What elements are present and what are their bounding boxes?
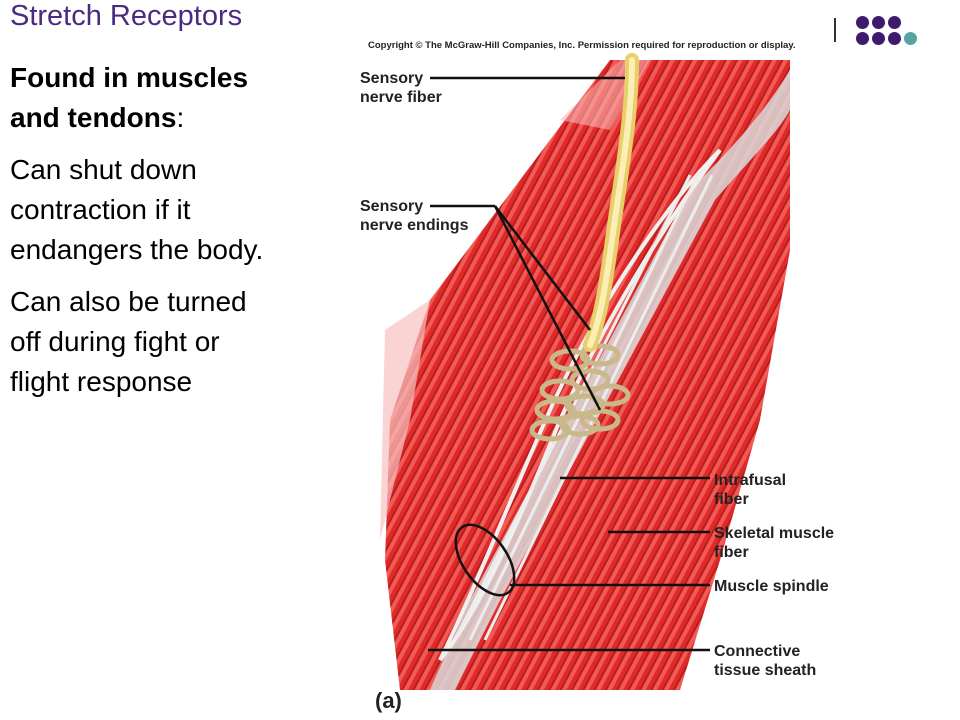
label-sensory-nerve-endings-line2: nerve endings bbox=[360, 217, 469, 234]
label-intrafusal-fiber: Intrafusal fiber bbox=[714, 471, 786, 509]
label-sensory-nerve-endings: Sensory nerve endings bbox=[360, 197, 468, 235]
label-sensory-nerve-fiber: Sensory nerve fiber bbox=[360, 69, 442, 107]
title-divider bbox=[834, 18, 836, 42]
body-heading-suffix: : bbox=[176, 102, 185, 133]
muscle-spindle-illustration bbox=[380, 53, 790, 690]
body-paragraph-2: Can also be turned off during fight or f… bbox=[10, 286, 247, 397]
label-connective-tissue-sheath-line1: Connective bbox=[714, 643, 801, 660]
body-heading: Found in muscles and tendons: bbox=[10, 58, 275, 138]
slide-title: Stretch Receptors bbox=[10, 0, 243, 32]
label-skeletal-muscle-fiber-line1: Skeletal muscle bbox=[714, 525, 835, 542]
label-muscle-spindle: Muscle spindle bbox=[714, 578, 829, 595]
label-sensory-nerve-endings-line1: Sensory bbox=[360, 198, 424, 215]
slide-body: Found in muscles and tendons: Can shut d… bbox=[10, 58, 275, 414]
figure-letter: (a) bbox=[375, 688, 402, 713]
label-sensory-nerve-fiber-line1: Sensory bbox=[360, 70, 424, 87]
label-intrafusal-fiber-line2: fiber bbox=[714, 491, 749, 508]
body-heading-bold: Found in muscles and tendons bbox=[10, 62, 249, 133]
label-intrafusal-fiber-line1: Intrafusal bbox=[714, 472, 787, 489]
body-paragraph-1: Can shut down contraction if it endanger… bbox=[10, 154, 264, 265]
label-skeletal-muscle-fiber: Skeletal muscle fiber bbox=[714, 524, 834, 562]
label-connective-tissue-sheath-line2: tissue sheath bbox=[714, 662, 817, 679]
label-skeletal-muscle-fiber-line2: fiber bbox=[714, 544, 749, 561]
figure-copyright: Copyright © The McGraw-Hill Companies, I… bbox=[368, 40, 796, 51]
label-connective-tissue-sheath: Connective tissue sheath bbox=[714, 642, 816, 680]
decorative-dots-icon bbox=[856, 14, 926, 50]
label-sensory-nerve-fiber-line2: nerve fiber bbox=[360, 89, 442, 106]
